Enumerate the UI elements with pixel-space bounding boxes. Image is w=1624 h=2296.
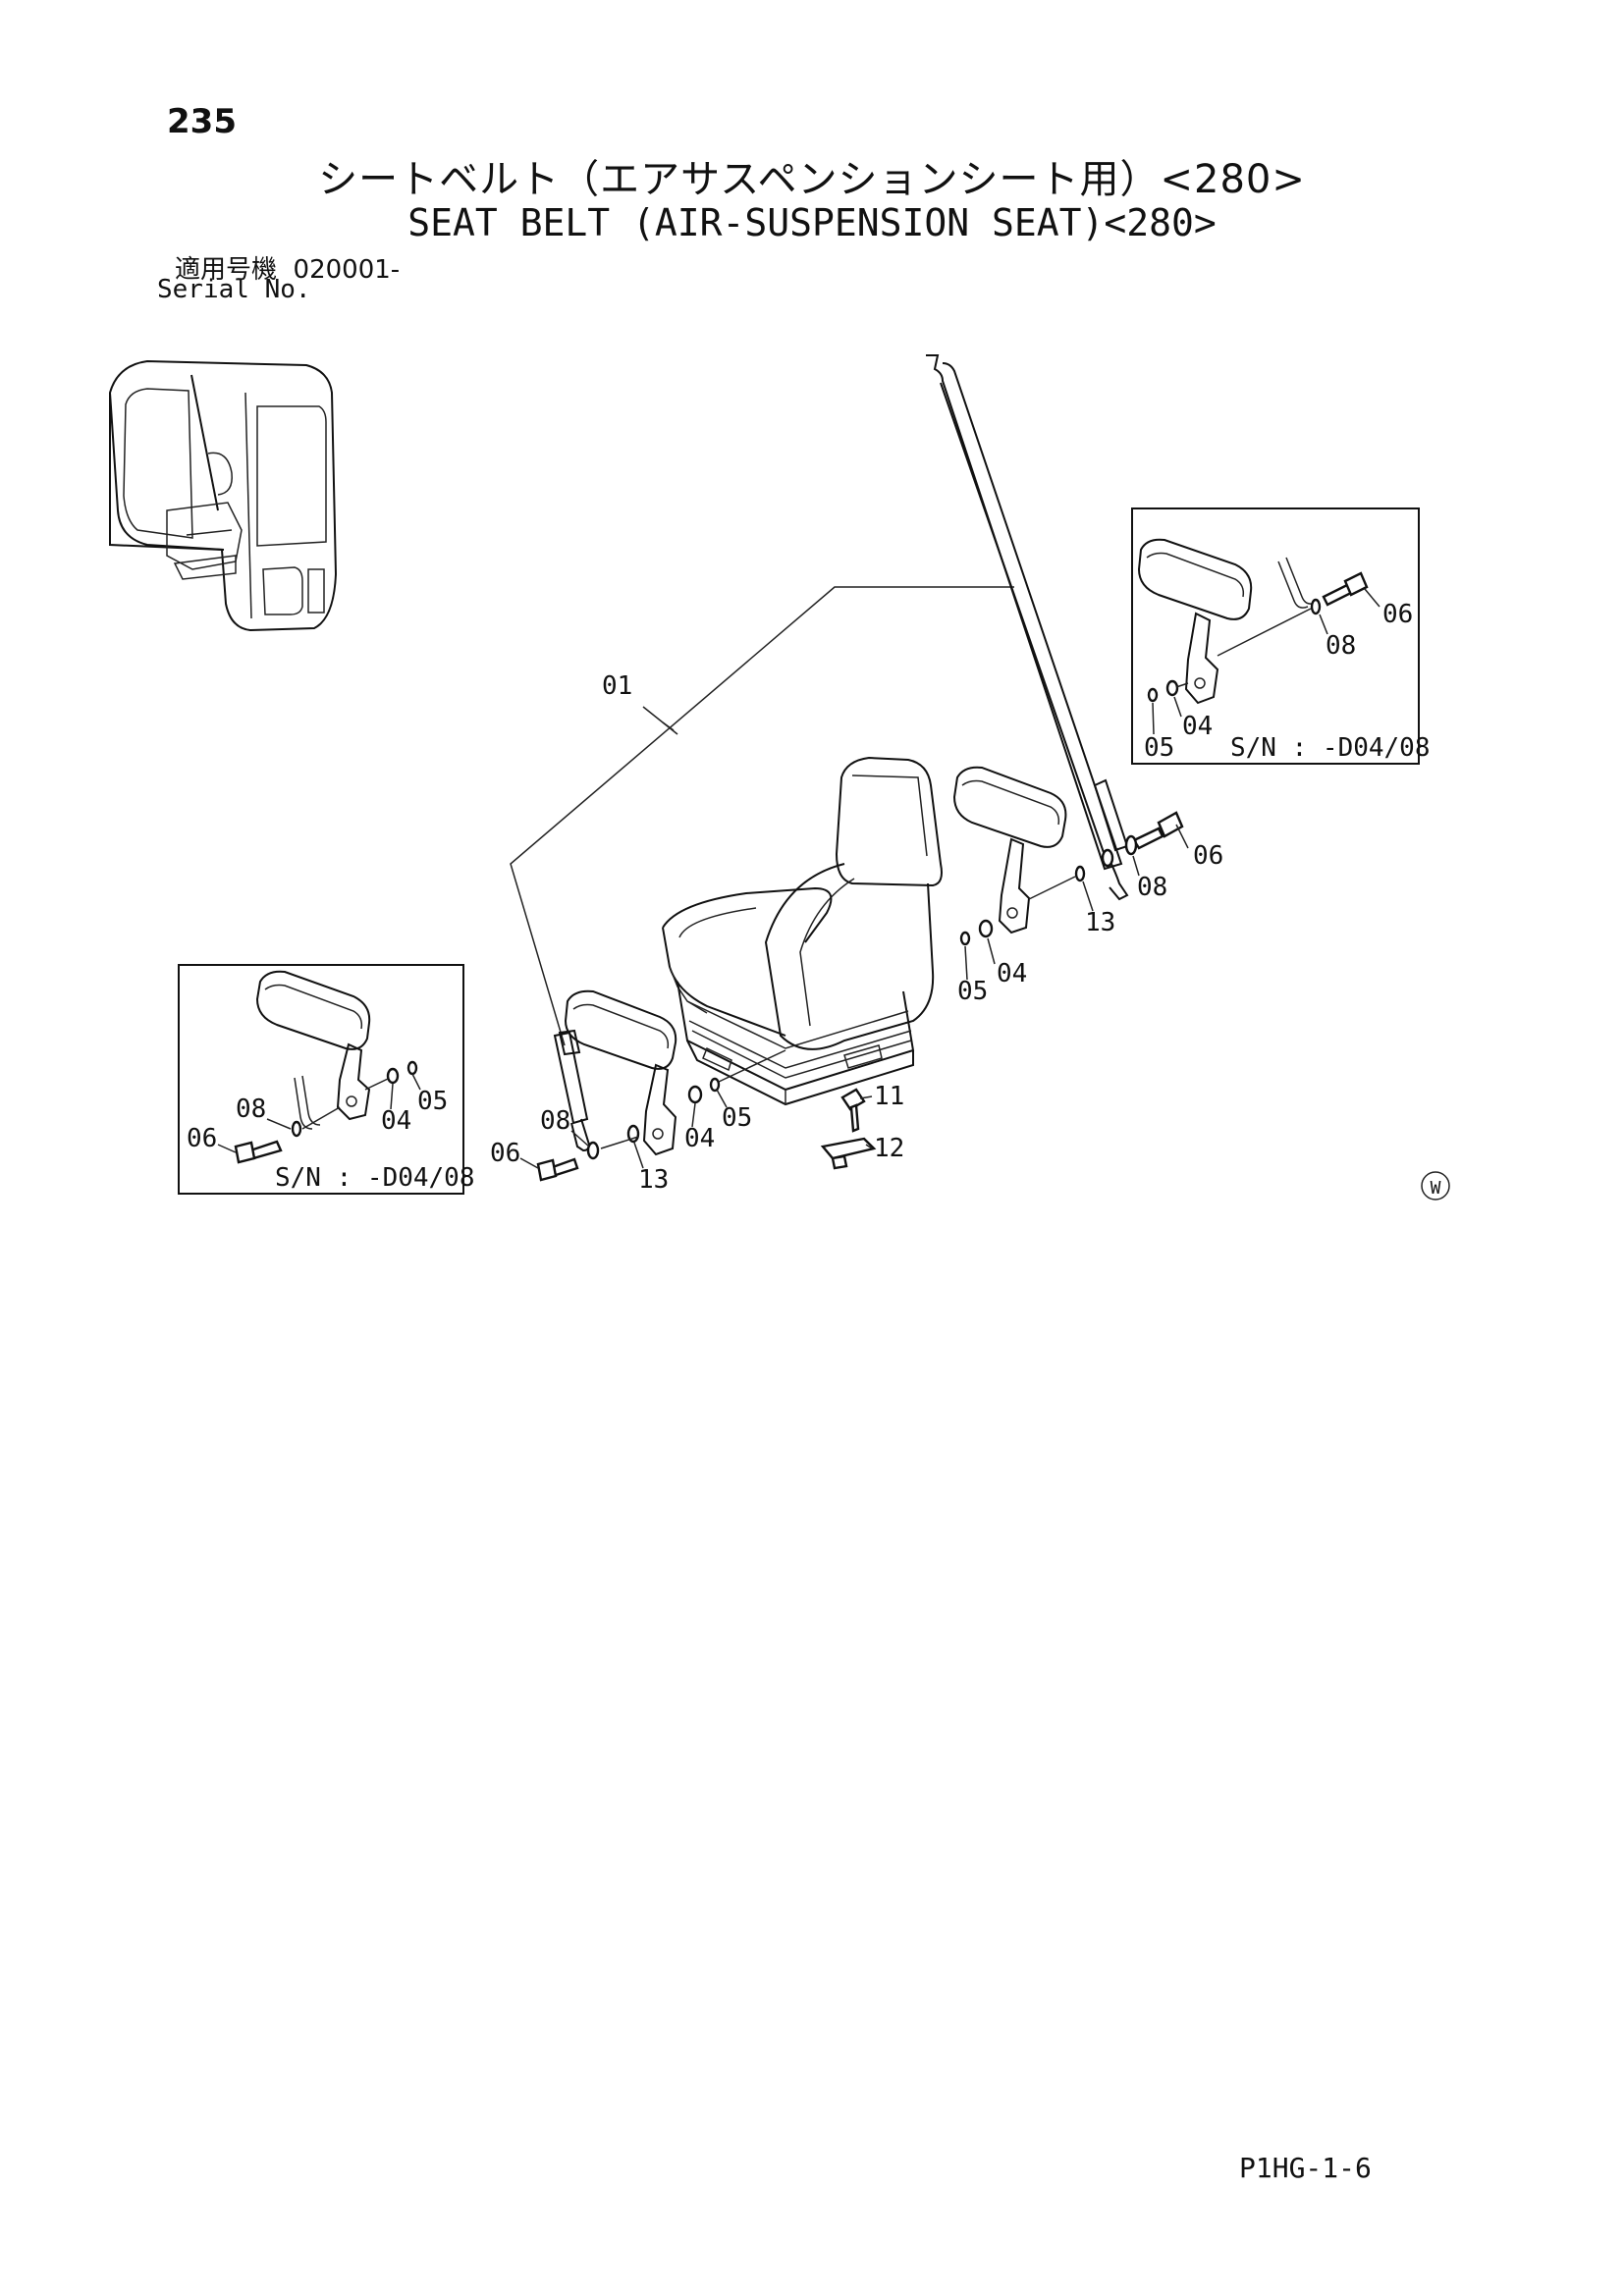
callout-12: 12 bbox=[874, 1134, 904, 1163]
callout-08-left: 08 bbox=[540, 1106, 570, 1136]
serial-label-japanese: 適用号機 bbox=[175, 255, 278, 285]
inset-left-callout-06: 06 bbox=[187, 1124, 217, 1153]
inset-left-callout-08: 08 bbox=[236, 1095, 266, 1124]
footer-page-code: P1HG-1-6 bbox=[1239, 2152, 1372, 2184]
inset-right-armrest: 06 08 04 05 S/N : -D04/08 bbox=[1131, 507, 1431, 765]
callout-13-right: 13 bbox=[1085, 908, 1115, 937]
circled-w-mark: W bbox=[1421, 1171, 1450, 1201]
armrest-right bbox=[952, 766, 1067, 934]
circled-w-letter: W bbox=[1431, 1178, 1441, 1199]
callout-08-right: 08 bbox=[1137, 873, 1167, 902]
callout-01: 01 bbox=[602, 671, 632, 701]
fasteners-left bbox=[536, 1049, 786, 1182]
shoulder-belt-strap bbox=[926, 354, 1129, 901]
serial-label-english: Serial No. bbox=[157, 275, 311, 304]
page-title-english: SEAT BELT (AIR-SUSPENSION SEAT)<280> bbox=[407, 201, 1217, 244]
cab-locator-illustration bbox=[109, 359, 338, 632]
callout-11: 11 bbox=[874, 1082, 904, 1111]
inset-left-callout-04: 04 bbox=[381, 1106, 411, 1136]
page-title-japanese: シートベルト（エアサスペンションシート用）<280> bbox=[318, 157, 1306, 202]
leader-01 bbox=[510, 586, 1014, 1046]
bolt-and-bracket bbox=[820, 1088, 877, 1170]
main-callouts: 01 06 08 13 04 05 11 12 05 04 08 06 13 bbox=[490, 671, 1223, 1195]
callout-13-left: 13 bbox=[638, 1165, 669, 1195]
inset-left-armrest: 05 04 08 06 S/N : -D04/08 bbox=[178, 964, 475, 1195]
inset-right-callout-06: 06 bbox=[1382, 600, 1413, 629]
inset-right-serial-range: S/N : -D04/08 bbox=[1230, 733, 1431, 763]
inset-right-callout-08: 08 bbox=[1326, 631, 1356, 661]
inset-left-callout-05: 05 bbox=[417, 1087, 448, 1116]
callout-06-right: 06 bbox=[1193, 841, 1223, 871]
inset-right-callout-04: 04 bbox=[1182, 712, 1213, 741]
air-suspension-seat bbox=[662, 756, 943, 1106]
callout-05-left: 05 bbox=[722, 1103, 752, 1133]
callout-05-right: 05 bbox=[957, 977, 988, 1006]
page-number: 235 bbox=[167, 102, 237, 141]
serial-value: 020001- bbox=[293, 255, 401, 285]
fasteners-right bbox=[959, 811, 1184, 946]
serial-applicability: 適用号機 020001- bbox=[175, 249, 400, 286]
inset-left-serial-range: S/N : -D04/08 bbox=[275, 1163, 475, 1193]
callout-04-left: 04 bbox=[684, 1124, 715, 1153]
inset-right-callout-05: 05 bbox=[1144, 733, 1174, 763]
callout-06-left: 06 bbox=[490, 1139, 520, 1168]
armrest-left bbox=[564, 989, 677, 1156]
callout-04-right: 04 bbox=[997, 959, 1027, 988]
